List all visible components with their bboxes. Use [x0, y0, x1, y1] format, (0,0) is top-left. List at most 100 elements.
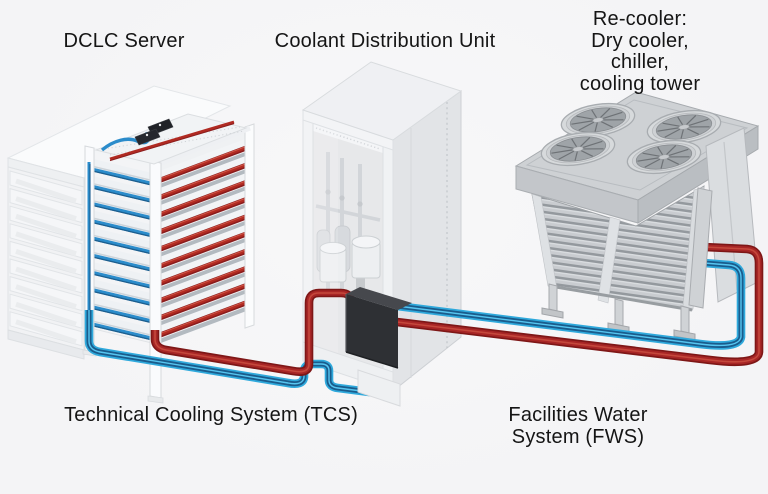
interior-pipe [315, 204, 381, 222]
drawer-recess [15, 266, 77, 292]
drawer-recess [15, 213, 77, 239]
rack-shelf [90, 192, 155, 221]
coolant-manifold [94, 113, 248, 165]
fan-blade [603, 119, 624, 121]
drawer-recess [15, 301, 77, 327]
fitting-cap [145, 133, 149, 137]
fan-blade [657, 146, 664, 156]
tray-perforation [103, 126, 241, 150]
fan-blade [576, 115, 594, 120]
rack-shelf [156, 172, 251, 224]
recooler-legs [541, 283, 696, 341]
rack-shelf [90, 296, 155, 324]
fan-icon [626, 139, 702, 175]
fan-icon [646, 109, 722, 145]
drawer-recess [15, 249, 77, 274]
fan-blade [686, 115, 697, 126]
fan-blade [600, 120, 614, 128]
pipe-flange [325, 189, 331, 195]
drawer-recess [15, 284, 77, 309]
fan-icon [560, 102, 636, 138]
rack-shelf [156, 155, 251, 207]
pump-fitting [134, 128, 161, 146]
cabinet-base [7, 329, 85, 360]
fan-blade [578, 121, 595, 131]
rack-shelf [156, 292, 251, 344]
heat-exchanger [345, 287, 412, 369]
rack-shelves-cold-side [90, 158, 155, 342]
rack-shelf [156, 189, 251, 241]
rack-shelf [156, 258, 251, 310]
fan-hub [658, 154, 670, 160]
rack-shelf [90, 313, 155, 342]
fan-blade [644, 158, 661, 168]
fan-blade [551, 149, 573, 154]
rack-shelf [156, 223, 251, 275]
label-cdu: Coolant Distribution Unit [274, 30, 496, 52]
rack-shelf [90, 175, 155, 204]
fan-hub [572, 146, 584, 152]
recooler-leg [607, 298, 630, 334]
heat-exchanger-top [346, 287, 412, 310]
rack-corner-foot [147, 395, 164, 404]
fin-frame-middle [597, 216, 621, 304]
drawer-recess [15, 231, 77, 257]
recooler-leg [673, 305, 696, 341]
rack-shelf [156, 206, 251, 258]
fan-blade [637, 157, 659, 162]
fan-blade [594, 122, 598, 132]
fin-bottom-frame [549, 284, 693, 312]
fitting-cap [158, 123, 162, 127]
fan-blade [660, 159, 664, 169]
drawer-recess [15, 178, 77, 204]
fan-blade [574, 151, 578, 161]
cdu-base-corner [357, 369, 401, 407]
drawer-recess [15, 319, 77, 345]
fws-hot-pipe-sheen [396, 246, 760, 363]
fan-blade [642, 152, 660, 157]
cabinet-drawers [9, 170, 83, 347]
recooler-corner-strip [688, 187, 713, 309]
fan-blade [602, 111, 623, 119]
fan-hub [592, 117, 604, 123]
rack-shelf [90, 261, 155, 290]
cdu-right-face [392, 90, 462, 393]
label-dclc-server: DCLC Server [63, 30, 185, 52]
fan-blade [664, 128, 681, 138]
manifold-hot-tube-shade [109, 123, 235, 162]
cdu-band-holes [315, 127, 381, 150]
server-illustration [6, 85, 255, 404]
fan-blade [558, 150, 575, 160]
rack-shelf [90, 227, 155, 256]
fan-blade [580, 149, 594, 157]
fan-blade [666, 145, 677, 156]
fan-blade [662, 122, 680, 127]
fan-blade [668, 148, 689, 156]
rack-shelf [90, 158, 155, 187]
rack-shelf [90, 210, 155, 238]
recooler-fans [540, 102, 722, 175]
drawer-recess [15, 196, 77, 221]
label-recooler: Re-cooler: Dry cooler, chiller, cooling … [579, 8, 701, 95]
fan-blade [688, 118, 709, 126]
fan-blade [583, 148, 604, 150]
fan-blade [556, 144, 574, 149]
heat-exchanger-bottom [345, 351, 399, 369]
rack-shelves-hot-side [156, 137, 251, 344]
label-fws: Facilities Water System (FWS) [508, 404, 648, 448]
cdu-glass-sheen [312, 124, 338, 362]
fan-blade [657, 127, 679, 132]
cdu-top-face [301, 61, 463, 141]
heat-exchanger-front [346, 294, 398, 368]
pump-top [319, 241, 347, 255]
label-tcs: Technical Cooling System (TCS) [64, 404, 358, 426]
hx-stub [356, 272, 365, 298]
fan-blade [571, 120, 593, 125]
fan-blade [591, 109, 598, 119]
fan-blade [669, 156, 690, 158]
fan-blade [580, 137, 591, 148]
rack-shelf [156, 241, 251, 293]
rack-shelf [156, 275, 251, 327]
